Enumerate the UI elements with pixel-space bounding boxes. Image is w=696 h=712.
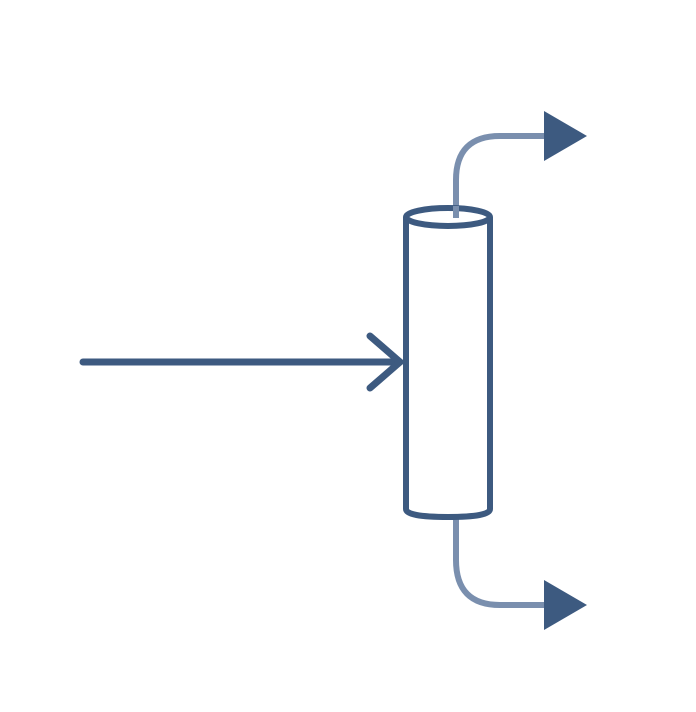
feed-arrowhead-icon <box>366 332 404 392</box>
column-top-rim <box>403 205 493 229</box>
column-body <box>403 217 493 520</box>
bottoms-line <box>453 514 551 608</box>
feed-stream <box>79 332 404 392</box>
overhead-arrowhead-icon <box>544 111 587 161</box>
overhead-line <box>453 133 551 221</box>
bottoms-arrowhead-icon <box>544 580 587 630</box>
overhead-stream <box>453 111 587 221</box>
column-vessel <box>403 205 493 520</box>
bottoms-stream <box>453 514 587 630</box>
